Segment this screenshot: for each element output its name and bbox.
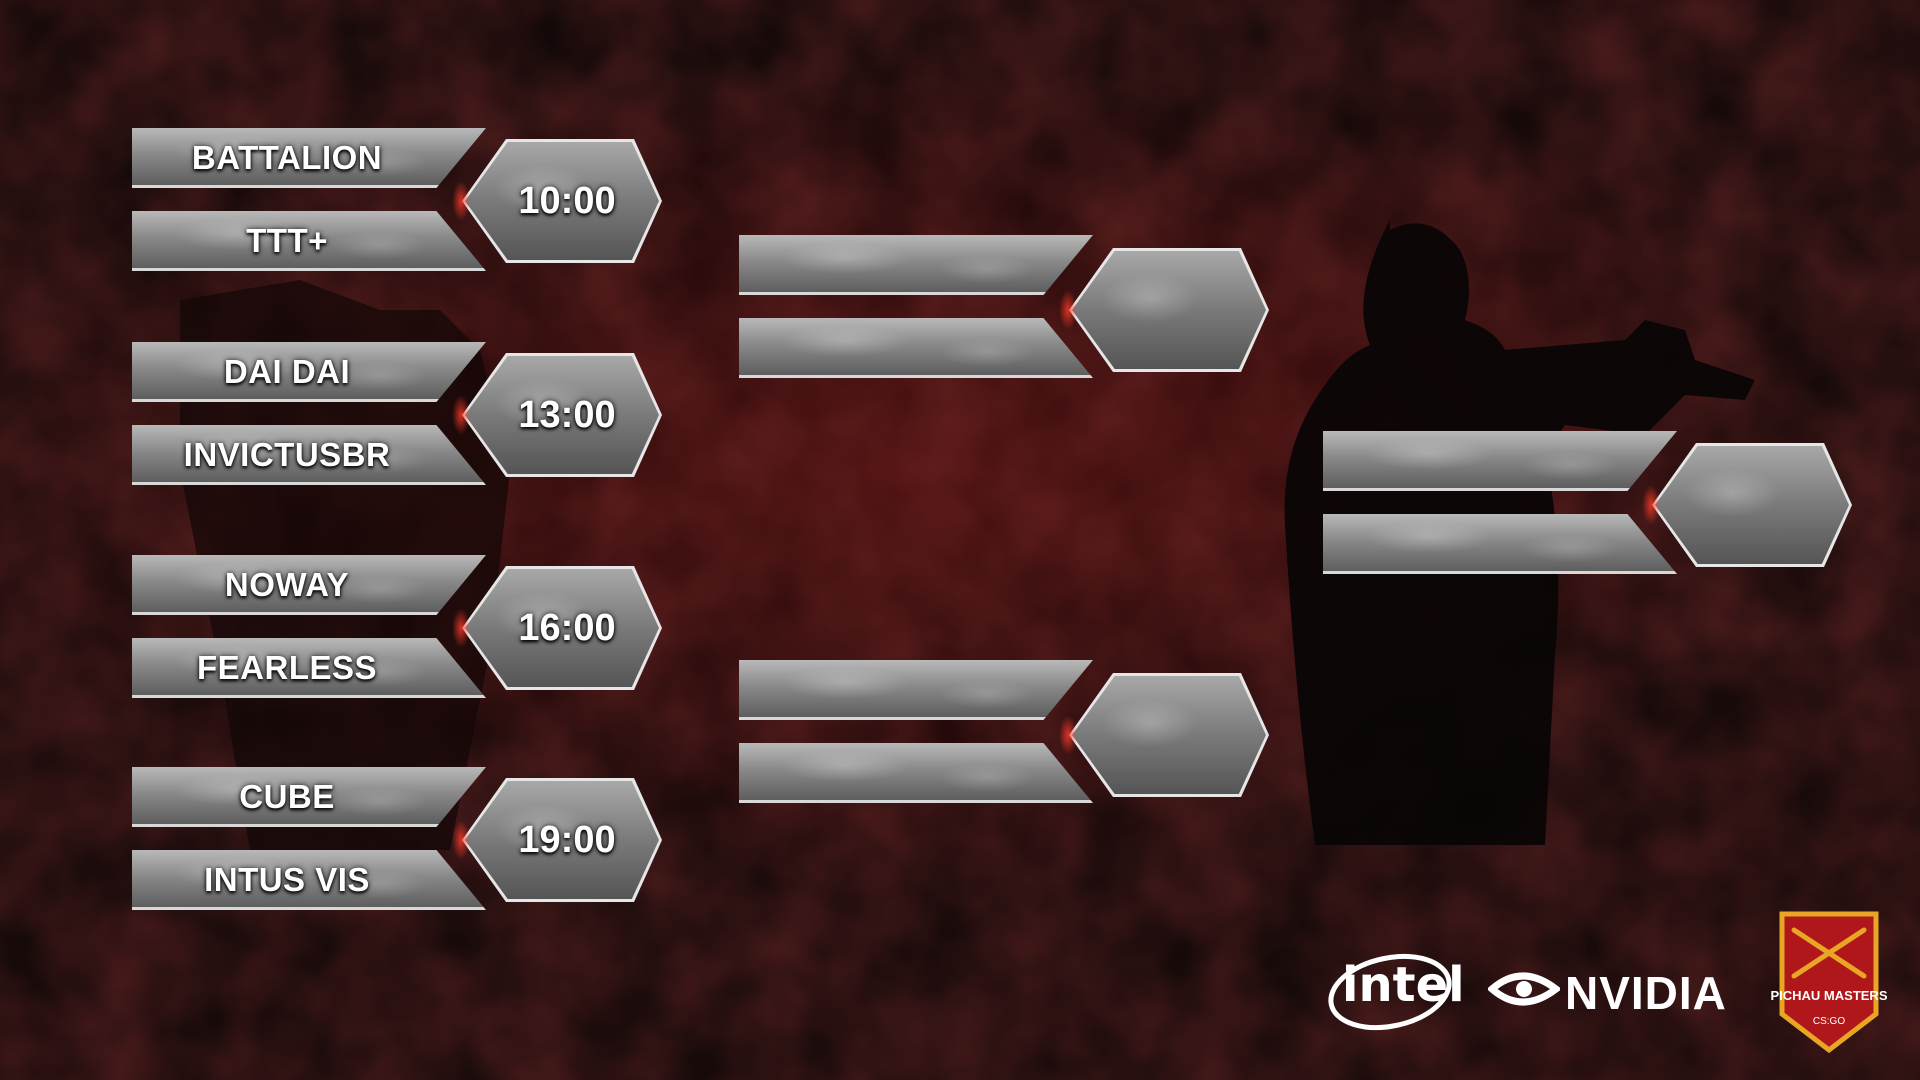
sf-match1-hex-time [1099, 248, 1249, 372]
r1-match1-hex: 10:00 [462, 139, 662, 263]
sf-match1-team-b [739, 318, 1093, 378]
r1-match2-hex-glow [452, 395, 470, 435]
r1-match2-hex: 13:00 [462, 353, 662, 477]
r1-match3-hex-time: 16:00 [518, 606, 616, 649]
r1-match3-team-b-label: FEARLESS [196, 649, 378, 686]
crossed-rifles-icon [1791, 927, 1867, 979]
r1-match1-team-b-label: TTT+ [246, 222, 328, 259]
r1-match2-team-a: DAI DAI [132, 342, 486, 402]
r1-match2-team-a-label: DAI DAI [223, 353, 351, 390]
nvidia-eye-icon [1488, 972, 1560, 1006]
r1-match4-team-b: INTUS VIS [132, 850, 486, 910]
intel-wordmark: intel [1342, 957, 1465, 1013]
sf-match2-hex-time [1099, 673, 1249, 797]
sf-match1-team-b-label [739, 318, 1049, 378]
sf-match1-team-a-label [739, 235, 1049, 295]
badge-title: PICHAU MASTERS [1770, 988, 1888, 1003]
sf-match1-hex-glow [1059, 290, 1077, 330]
r1-match4-hex: 19:00 [462, 778, 662, 902]
pichau-masters-badge [1779, 911, 1879, 1054]
final-hex-fill [1655, 446, 1849, 564]
badge-subtitle: CS:GO [1812, 1016, 1846, 1027]
r1-match4-hex-fill [465, 781, 659, 899]
r1-match3-hex-glow [452, 608, 470, 648]
nvidia-wordmark: NVIDIA [1565, 967, 1727, 1019]
r1-match4-team-b-label: INTUS VIS [204, 861, 370, 898]
intel-logo [1328, 953, 1452, 1031]
r1-match2-team-b: INVICTUSBR [132, 425, 486, 485]
r1-match1-team-b: TTT+ [132, 211, 486, 271]
r1-match1-hex-time: 10:00 [518, 179, 616, 222]
r1-match4-hex-time: 19:00 [518, 818, 616, 861]
r1-match1-team-a: BATTALION [132, 128, 486, 188]
r1-match2-hex-time: 13:00 [518, 393, 616, 436]
final-team-b-label [1323, 514, 1633, 574]
sf-match1-hex-fill [1072, 251, 1266, 369]
r1-match3-team-a: NOWAY [132, 555, 486, 615]
final-team-b [1323, 514, 1677, 574]
sf-match2-team-b [739, 743, 1093, 803]
r1-match3-hex: 16:00 [462, 566, 662, 690]
r1-match3-team-a-label: NOWAY [224, 566, 350, 603]
r1-match1-team-a-label: BATTALION [191, 139, 383, 176]
sf-match2-team-b-label [739, 743, 1049, 803]
sf-match2-hex-glow [1059, 715, 1077, 755]
sf-match2-team-a-label [739, 660, 1049, 720]
sf-match2-team-a [739, 660, 1093, 720]
final-team-a-label [1323, 431, 1633, 491]
r1-match2-hex-fill [465, 356, 659, 474]
r1-match1-hex-fill [465, 142, 659, 260]
sf-match1-hex [1069, 248, 1269, 372]
sf-match1-team-a [739, 235, 1093, 295]
sf-match2-hex-fill [1072, 676, 1266, 794]
r1-match3-team-b: FEARLESS [132, 638, 486, 698]
final-hex-time [1682, 443, 1832, 567]
sf-match2-hex [1069, 673, 1269, 797]
r1-match4-hex-glow [452, 820, 470, 860]
r1-match3-hex-fill [465, 569, 659, 687]
r1-match4-team-a: CUBE [132, 767, 486, 827]
final-hex-glow [1642, 485, 1660, 525]
r1-match4-team-a-label: CUBE [239, 778, 335, 815]
r1-match2-team-b-label: INVICTUSBR [183, 436, 391, 473]
final-hex [1652, 443, 1852, 567]
r1-match1-hex-glow [452, 181, 470, 221]
final-team-a [1323, 431, 1677, 491]
